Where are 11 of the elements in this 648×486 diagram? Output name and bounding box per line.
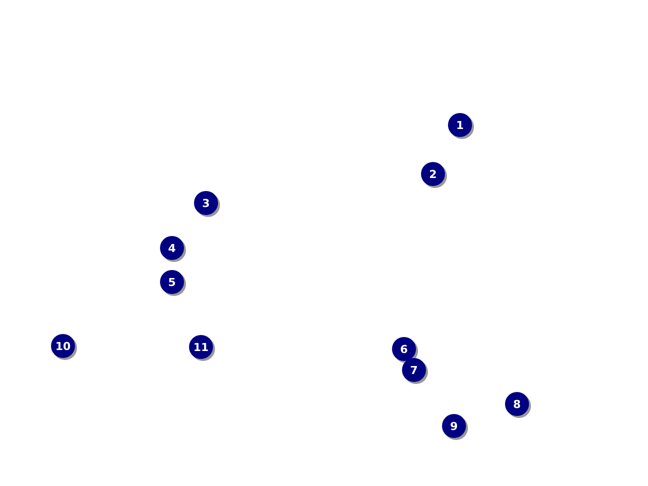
- callout-number: 10: [51, 334, 75, 358]
- callout-number: 7: [402, 358, 426, 382]
- callout-number: 6: [392, 337, 416, 361]
- callout-number: 9: [442, 414, 466, 438]
- callout-number: 4: [160, 236, 184, 260]
- callout-number: 3: [194, 191, 218, 215]
- callout-number: 11: [189, 335, 213, 359]
- callout-number: 1: [448, 113, 472, 137]
- callout-number: 8: [505, 392, 529, 416]
- callout-number: 5: [160, 270, 184, 294]
- callout-number: 2: [421, 162, 445, 186]
